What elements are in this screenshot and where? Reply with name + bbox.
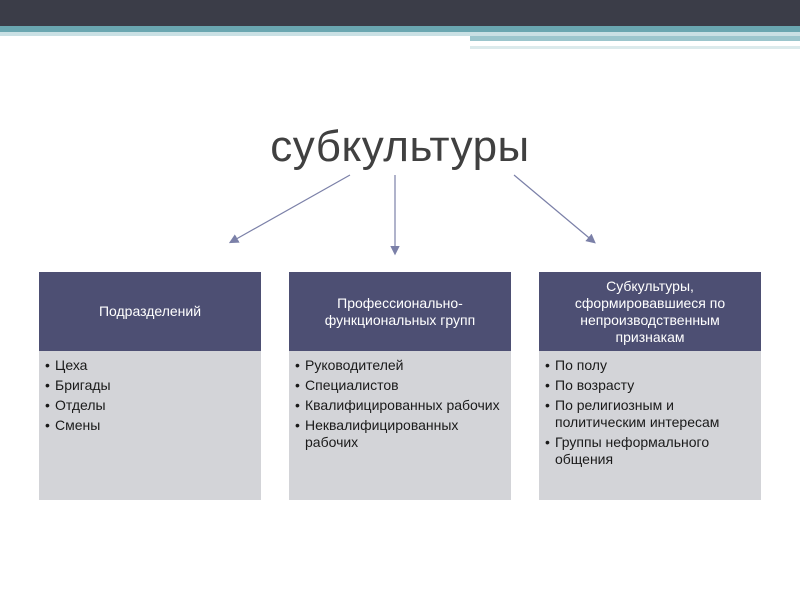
diagram-title: субкультуры (270, 122, 530, 171)
list-item: •Квалифицированных рабочих (295, 397, 500, 413)
list-item: •Бригады (45, 377, 111, 393)
list-item: •Руководителей (295, 357, 404, 373)
list-item: •По религиозным и политическим интересам (545, 397, 720, 430)
box-body: •По полу •По возрасту •По религиозным и … (539, 351, 761, 500)
box-professional-groups: Профессионально-функциональных групп •Ру… (289, 272, 511, 500)
list-item: •Специалистов (295, 377, 399, 393)
list-item: •По возрасту (545, 377, 635, 393)
box-body: •Руководителей •Специалистов •Квалифицир… (289, 351, 511, 500)
list-item: •Группы неформального общения (545, 434, 710, 467)
accent-stripe-3 (470, 36, 800, 41)
accent-stripe-4 (470, 46, 800, 49)
list-item: •По полу (545, 357, 607, 373)
box-header: Профессионально-функциональных групп (289, 272, 511, 351)
box-non-production: Субкультуры, сформировавшиеся по непроиз… (539, 272, 761, 500)
box-header: Субкультуры, сформировавшиеся по непроиз… (539, 272, 761, 351)
list-item: •Неквалифицированных рабочих (295, 417, 459, 450)
accent-stripe-2 (0, 32, 800, 36)
arrow-right (513, 174, 596, 244)
list-item: •Смены (45, 417, 101, 433)
arrow-left (228, 174, 351, 244)
box-body: •Цеха •Бригады •Отделы •Смены (39, 351, 261, 500)
box-divisions: Подразделений •Цеха •Бригады •Отделы •См… (39, 272, 261, 500)
list-item: •Отделы (45, 397, 106, 413)
box-header: Подразделений (39, 272, 261, 351)
top-bar (0, 0, 800, 26)
list-item: •Цеха (45, 357, 88, 373)
accent-stripe-1 (0, 26, 800, 32)
